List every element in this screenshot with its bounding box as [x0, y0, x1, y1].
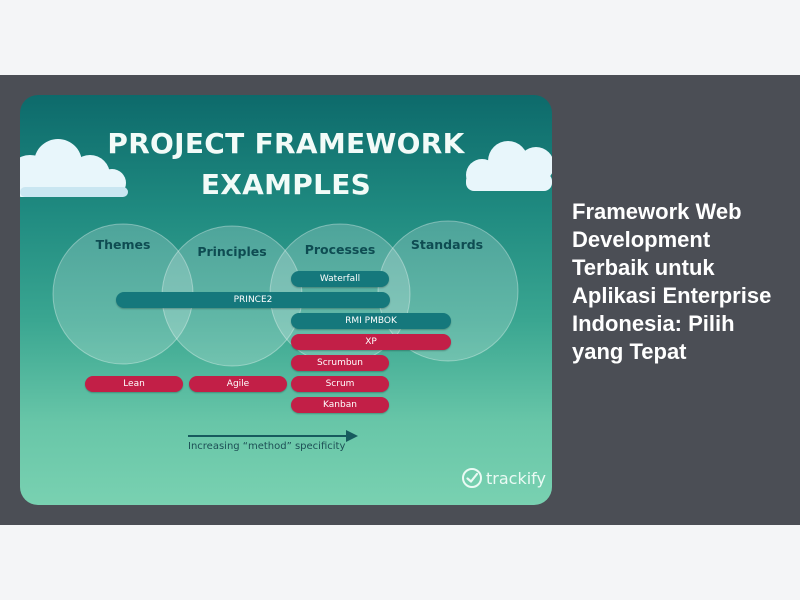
- circle-label-processes: Processes: [304, 242, 376, 257]
- brand-name: trackify: [486, 468, 546, 488]
- article-headline[interactable]: Framework Web Development Terbaik untuk …: [572, 199, 772, 364]
- pill-rmi-pmbok: RMI PMBOK: [291, 313, 451, 329]
- pill-xp: XP: [291, 334, 451, 350]
- pill-scrumbun: Scrumbun: [291, 355, 389, 371]
- pill-waterfall: Waterfall: [291, 271, 389, 287]
- brand-logo: trackify: [461, 467, 546, 489]
- cloud-right-icon: [466, 141, 552, 191]
- arrow-label: Increasing “method” specificity: [188, 441, 346, 452]
- pill-prince2: PRINCE2: [116, 292, 390, 308]
- pill-agile: Agile: [189, 376, 287, 392]
- circle-label-principles: Principles: [197, 244, 267, 259]
- article-image[interactable]: PROJECT FRAMEWORK EXAMPLES Themes Princi…: [20, 95, 552, 505]
- figure-title-line1: PROJECT FRAMEWORK: [107, 127, 465, 160]
- pill-kanban: Kanban: [291, 397, 389, 413]
- pill-scrum: Scrum: [291, 376, 389, 392]
- figure-title-line2: EXAMPLES: [200, 168, 372, 201]
- circle-label-standards: Standards: [410, 237, 484, 252]
- pill-lean: Lean: [85, 376, 183, 392]
- cloud-left-icon: [20, 139, 128, 197]
- check-circle-icon: [462, 468, 483, 488]
- arrow-right-icon: [188, 430, 358, 442]
- circle-label-themes: Themes: [95, 237, 151, 252]
